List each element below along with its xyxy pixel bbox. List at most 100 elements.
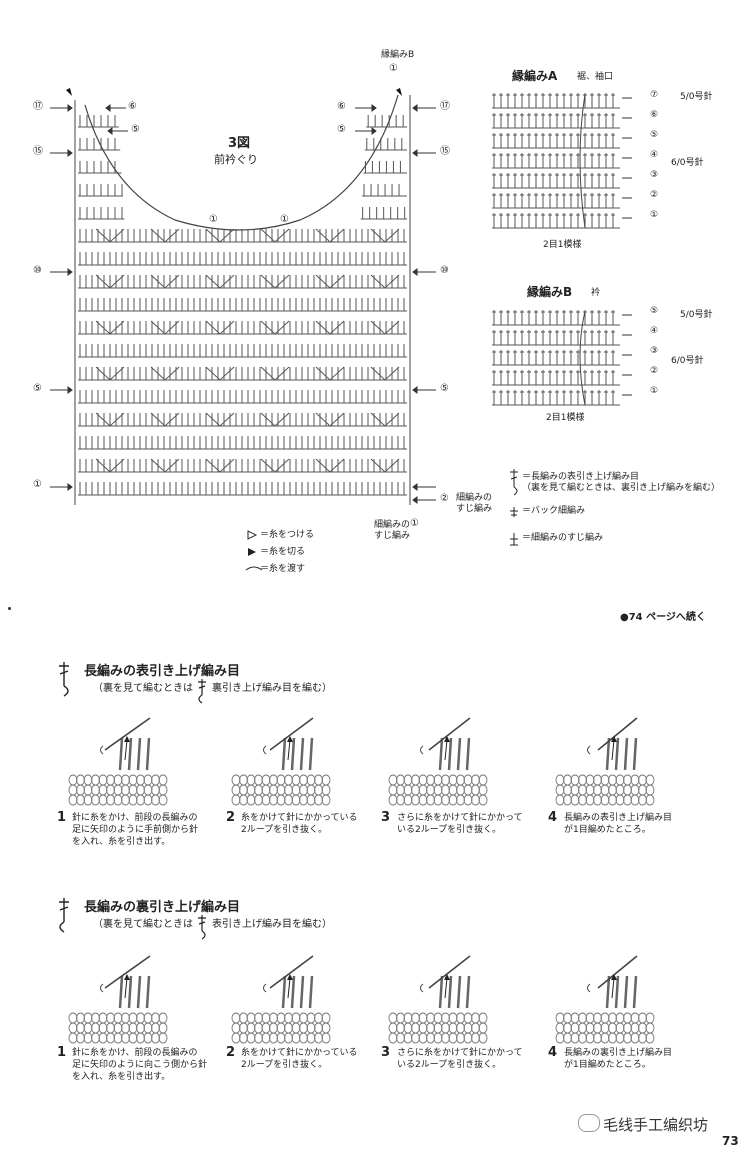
bottom-right-mark: ② <box>440 493 449 504</box>
top-left-mark-6: ⑥ <box>128 101 137 112</box>
top-right-mark-5: ⑤ <box>337 124 346 135</box>
section2-step1-num: 1 <box>57 1045 67 1060</box>
diagram-subtitle: 前衿ぐり <box>214 153 258 166</box>
edgeA-row-label: ⑤ <box>650 130 659 140</box>
edgeA-row-label: ④ <box>650 150 659 160</box>
neckline-curve <box>84 94 399 231</box>
legend-left-attach: ＝糸をつける <box>260 530 315 540</box>
legend-right-front-post: ＝長編みの表引き上げ編み目 （裏を見て編むときは、裏引き上げ編みを編む） <box>522 472 721 493</box>
edging-a-repeat: 2目1模様 <box>543 240 582 250</box>
stitch-illustration <box>555 717 655 806</box>
edgeB-row-label: ③ <box>650 346 659 356</box>
edging-b-pointer-mark: ① <box>389 63 398 74</box>
section2-title: 長編みの裏引き上げ編み目 <box>84 900 241 915</box>
edging-b-note: 衿 <box>591 288 601 298</box>
edging-a-needle-top: 5/0号針 <box>680 92 713 102</box>
cut-thread-mark-right <box>396 88 402 96</box>
section1-step4-text: 長編みの表引き上げ編み目 が1目編めたところ。 <box>564 813 673 835</box>
edging-a-note: 裾、袖口 <box>577 72 614 82</box>
section1-step4-num: 4 <box>548 810 558 825</box>
edgeA-row-label: ⑥ <box>650 110 659 120</box>
bottom-right-note: 細編みの すじ編み <box>456 493 493 514</box>
row-label-right-17: ⑰ <box>440 101 450 112</box>
section1-step2-num: 2 <box>226 810 236 825</box>
section1-step1-num: 1 <box>57 810 67 825</box>
legend-right-icons <box>510 469 518 546</box>
section1-step2-text: 糸をかけて針にかかっている 2ループを引き抜く。 <box>241 813 358 835</box>
section2-step1-text: 針に糸をかけ、前段の長編みの 足に矢印のように向こう側から針 を入れ、糸を引き出… <box>72 1048 208 1082</box>
row-label-left-1: ① <box>33 479 42 490</box>
page-number: 73 <box>722 1134 739 1148</box>
edgeB-row-label: ④ <box>650 326 659 336</box>
stitch-illustration <box>68 717 168 806</box>
bottom-center-note: 細編みの すじ編み <box>374 520 411 541</box>
section1-step1-text: 針に糸をかけ、前段の長編みの 足に矢印のように手前側から針 を入れ、糸を引き出す… <box>72 813 199 847</box>
row-label-left-17: ⑰ <box>33 101 43 112</box>
front-post-dc-icon <box>198 915 206 940</box>
stitch-illustration <box>68 955 168 1044</box>
edging-a-needle-mid: 6/0号針 <box>671 158 704 168</box>
back-sc-icon <box>510 507 518 517</box>
top-left-mark-5: ⑤ <box>131 124 140 135</box>
back-post-dc-icon <box>198 679 206 704</box>
section2-subtitle-pre: （裏を見て編むときは <box>93 919 193 930</box>
stitch-illustration <box>231 717 331 806</box>
back-post-dc-icon <box>59 898 69 933</box>
edging-b-repeat: 2目1模様 <box>546 413 585 423</box>
curve-mark-1b: ① <box>280 214 289 225</box>
edgeA-row-label: ① <box>650 210 659 220</box>
edging-b-needle-mid: 6/0号針 <box>671 356 704 366</box>
cut-thread-mark-left <box>66 88 72 96</box>
edging-a-title: 縁編みA <box>512 69 558 83</box>
edging-b-title: 縁編みB <box>527 285 573 299</box>
section1-step3-num: 3 <box>381 810 391 825</box>
legend-right-back-sc: ＝バック細編み <box>522 506 586 516</box>
bottom-center-mark: ① <box>410 518 419 529</box>
row-label-right-5: ⑤ <box>440 383 449 394</box>
row-label-right-10: ⑩ <box>440 265 449 276</box>
edgeA-row-label: ③ <box>650 170 659 180</box>
section2-step4-num: 4 <box>548 1045 558 1060</box>
row-label-left-5: ⑤ <box>33 383 42 394</box>
stitch-illustration <box>388 717 488 806</box>
stitch-illustration <box>231 955 331 1044</box>
stitch-illustration <box>555 955 655 1044</box>
legend-left-icons <box>245 530 263 571</box>
edging-b-drawing <box>492 310 632 406</box>
neckline-chart-drawing <box>50 88 436 505</box>
section2-subtitle-post: 表引き上げ編み目を編む） <box>212 919 332 930</box>
arc-icon <box>245 566 263 571</box>
edging-a-drawing <box>492 93 632 229</box>
open-triangle-icon <box>247 530 258 540</box>
section2-step2-num: 2 <box>226 1045 236 1060</box>
front-post-dc-icon <box>510 469 518 496</box>
sc-back-loop-icon <box>510 533 518 546</box>
row-label-left-15: ⑮ <box>33 146 43 157</box>
section1-step3-text: さらに糸をかけて針にかかって いる2ループを引き抜く。 <box>397 813 523 835</box>
watermark-text: 毛线手工编织坊 <box>603 1116 709 1134</box>
edgeB-row-label: ⑤ <box>650 306 659 316</box>
row-label-right-15: ⑮ <box>440 146 450 157</box>
edgeA-row-label: ② <box>650 190 659 200</box>
curve-mark-1a: ① <box>209 214 218 225</box>
diagram-title: 3図 <box>228 136 251 151</box>
top-right-mark-6: ⑥ <box>337 101 346 112</box>
stitch-illustration <box>388 955 488 1044</box>
section2-step4-text: 長編みの裏引き上げ編み目 が1目編めたところ。 <box>564 1048 673 1070</box>
edgeA-row-label: ⑦ <box>650 90 659 100</box>
section2-step3-text: さらに糸をかけて針にかかって いる2ループを引き抜く。 <box>397 1048 523 1070</box>
section1-subtitle-pre: （裏を見て編むときは <box>93 683 193 694</box>
front-post-dc-icon <box>59 662 69 697</box>
margin-dot <box>8 607 11 610</box>
edging-b-needle-top: 5/0号針 <box>680 310 713 320</box>
filled-triangle-icon <box>248 548 256 556</box>
edging-b-pointer-label: 縁編みB <box>381 50 415 60</box>
edgeB-row-label: ② <box>650 366 659 376</box>
section1-title: 長編みの表引き上げ編み目 <box>84 664 241 679</box>
legend-left-cut: ＝糸を切る <box>260 547 306 557</box>
legend-right-sc-back-loop: ＝細編みのすじ編み <box>522 533 604 543</box>
section2-step2-text: 糸をかけて針にかかっている 2ループを引き抜く。 <box>241 1048 358 1070</box>
legend-left-carry: ＝糸を渡す <box>260 564 306 574</box>
wechat-icon <box>578 1114 600 1132</box>
edgeB-row-label: ① <box>650 386 659 396</box>
